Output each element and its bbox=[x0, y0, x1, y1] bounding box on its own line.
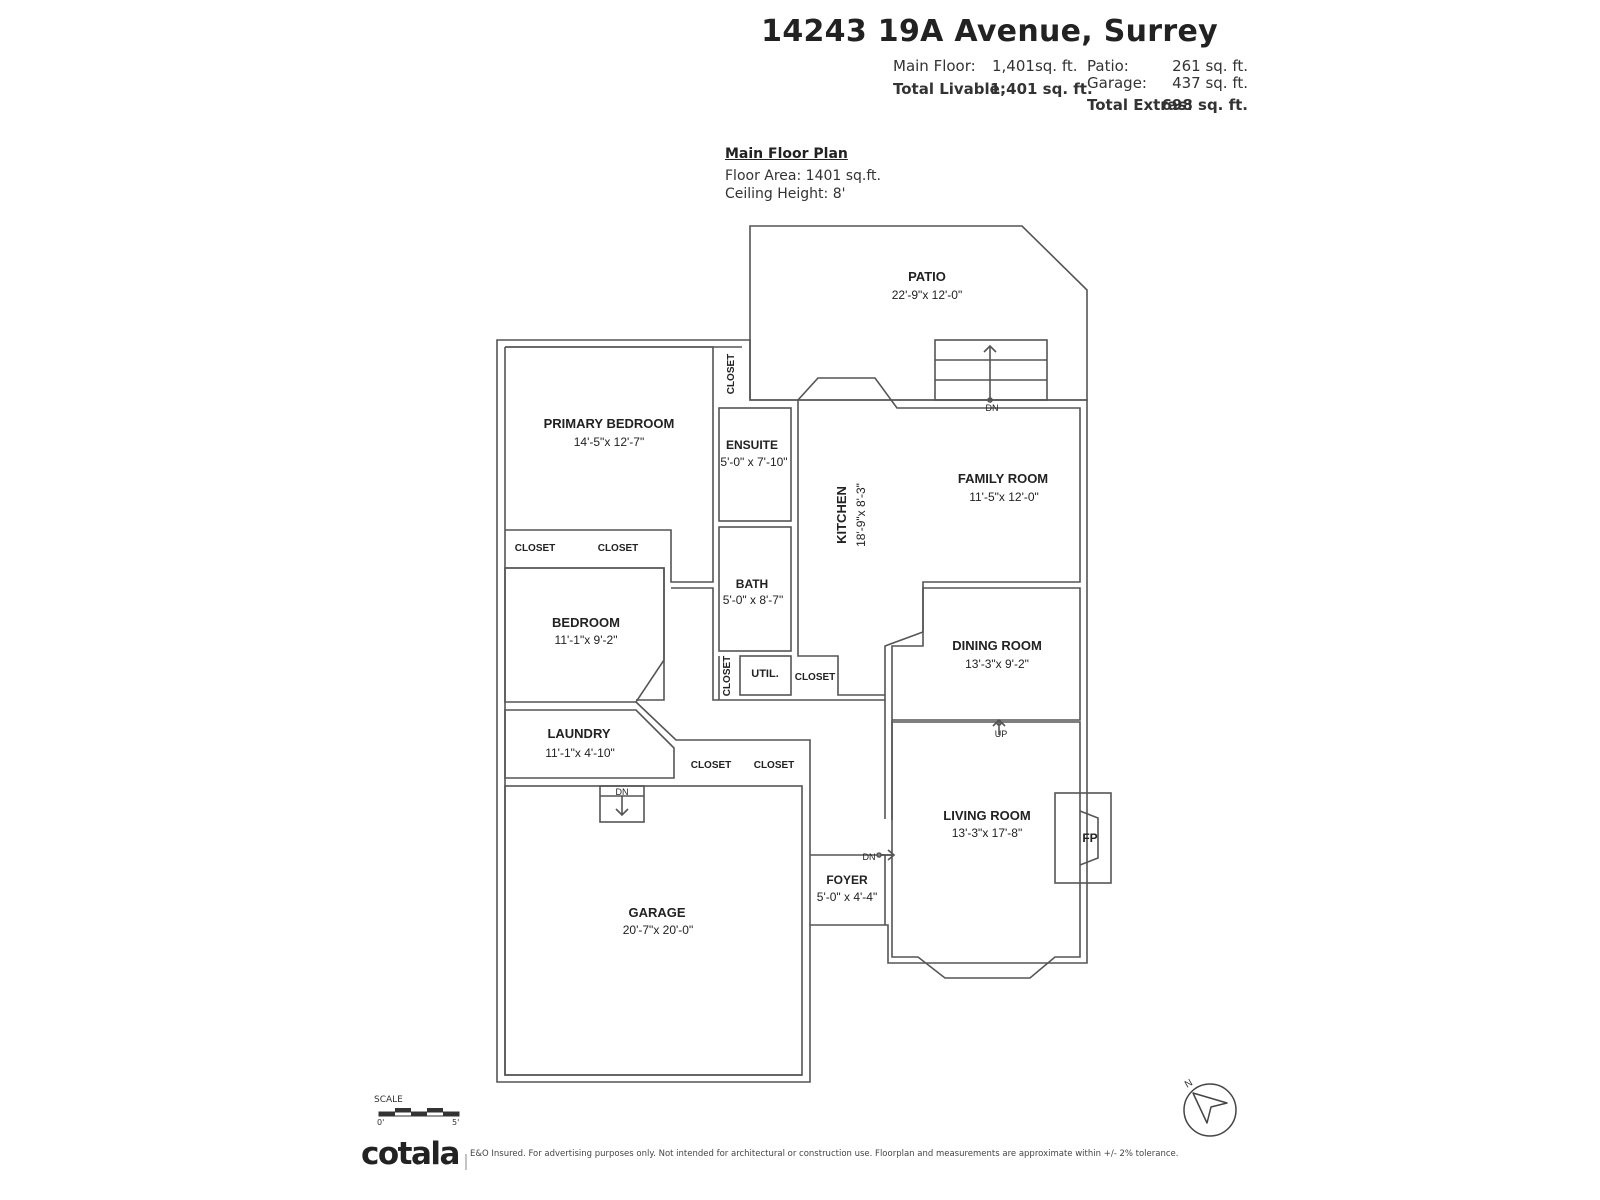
patio-dim: 22'-9"x 12'-0" bbox=[892, 288, 962, 302]
laundry-dim: 11'-1"x 4'-10" bbox=[545, 746, 615, 760]
total-livable-label: Total Livable: bbox=[893, 80, 1006, 98]
bedroom-name: BEDROOM bbox=[552, 615, 620, 630]
primary-bedroom-walls bbox=[505, 346, 714, 583]
scale-bar bbox=[378, 1108, 460, 1117]
bedroom-dim: 11'-1"x 9'-2" bbox=[555, 633, 618, 647]
closet-label-primary-right: CLOSET bbox=[598, 543, 639, 554]
dn-label-entry: DN bbox=[863, 852, 876, 862]
ceiling-height-text: Ceiling Height: 8' bbox=[725, 186, 846, 202]
scale-min: 0' bbox=[377, 1118, 385, 1127]
ensuite-name: ENSUITE bbox=[726, 438, 778, 452]
living-room-name: LIVING ROOM bbox=[943, 808, 1030, 823]
main-floor-label: Main Floor: bbox=[893, 57, 976, 75]
bath-dim: 5'-0" x 8'-7" bbox=[723, 593, 783, 607]
patio-name: PATIO bbox=[908, 269, 946, 284]
closet-label-garage-right: CLOSET bbox=[754, 760, 795, 771]
kitchen-name: KITCHEN bbox=[834, 486, 849, 544]
floor-plan-title: Main Floor Plan bbox=[725, 146, 848, 162]
garage-name: GARAGE bbox=[628, 905, 685, 920]
primary-bedroom-dim: 14'-5"x 12'-7" bbox=[574, 435, 644, 449]
garage-dim: 20'-7"x 20'-0" bbox=[623, 923, 693, 937]
north-compass-icon: N bbox=[1183, 1077, 1237, 1137]
garage-label: Garage: bbox=[1087, 74, 1147, 92]
dining-room-dim: 13'-3"x 9'-2" bbox=[965, 657, 1029, 671]
primary-bedroom-name: PRIMARY BEDROOM bbox=[544, 416, 675, 431]
family-room-name: FAMILY ROOM bbox=[958, 471, 1048, 486]
ensuite-walls bbox=[718, 407, 792, 522]
patio-steps bbox=[934, 339, 1048, 401]
disclaimer-text: E&O Insured. For advertising purposes on… bbox=[470, 1149, 1179, 1159]
family-room-dim: 11'-5"x 12'-0" bbox=[969, 490, 1039, 504]
scale-max: 5' bbox=[452, 1118, 460, 1127]
fireplace-label: FP bbox=[1082, 831, 1097, 845]
living-room-walls bbox=[891, 721, 1081, 979]
ensuite-dim: 5'-0" x 7'-10" bbox=[720, 455, 787, 469]
kitchen-dim: 18'-9"x 8'-3" bbox=[854, 483, 868, 547]
bedroom-walls bbox=[504, 567, 665, 703]
dining-room-name: DINING ROOM bbox=[952, 638, 1042, 653]
dn-label-garage: DN bbox=[616, 787, 629, 797]
dining-room-walls bbox=[891, 587, 1081, 721]
closet-label-kitchen: CLOSET bbox=[795, 672, 836, 683]
closet-label-hall: CLOSET bbox=[722, 656, 733, 697]
total-extras-value: 698 sq. ft. bbox=[1161, 96, 1248, 114]
bath-walls bbox=[718, 526, 792, 652]
fireplace bbox=[1054, 792, 1112, 884]
main-floor-value: 1,401sq. ft. bbox=[992, 57, 1078, 75]
total-livable-value: 1,401 sq. ft. bbox=[990, 80, 1093, 98]
kitchen-family-walls bbox=[797, 377, 1081, 700]
util-closet bbox=[739, 655, 792, 696]
util-label: UTIL. bbox=[751, 668, 779, 680]
laundry-name: LAUNDRY bbox=[547, 726, 610, 741]
north-label: N bbox=[1183, 1077, 1195, 1090]
floor-area-text: Floor Area: 1401 sq.ft. bbox=[725, 168, 881, 184]
dn-label-patio: DN bbox=[986, 403, 999, 413]
patio-label: Patio: bbox=[1087, 57, 1129, 75]
garage-walls bbox=[504, 785, 803, 1076]
closet-label-primary-left: CLOSET bbox=[515, 543, 556, 554]
up-label: UP bbox=[995, 729, 1008, 739]
garage-steps bbox=[599, 785, 645, 823]
laundry-walls bbox=[504, 709, 675, 779]
foyer-name: FOYER bbox=[826, 873, 868, 887]
exterior-wall-outer bbox=[496, 339, 1088, 1083]
closet-label-garage-left: CLOSET bbox=[691, 760, 732, 771]
closet-label-upper: CLOSET bbox=[726, 354, 737, 395]
living-room-dim: 13'-3"x 17'-8" bbox=[952, 826, 1022, 840]
property-address: 14243 19A Avenue, Surrey bbox=[761, 14, 1218, 49]
garage-value: 437 sq. ft. bbox=[1172, 74, 1248, 92]
foyer-dim: 5'-0" x 4'-4" bbox=[817, 890, 877, 904]
patio-value: 261 sq. ft. bbox=[1172, 57, 1248, 75]
scale-label: SCALE bbox=[374, 1095, 403, 1105]
patio-outline bbox=[749, 225, 1088, 401]
total-extras-label: Total Extras: bbox=[1087, 96, 1193, 114]
brand-logo: cotala bbox=[361, 1136, 460, 1172]
bath-name: BATH bbox=[736, 577, 768, 591]
